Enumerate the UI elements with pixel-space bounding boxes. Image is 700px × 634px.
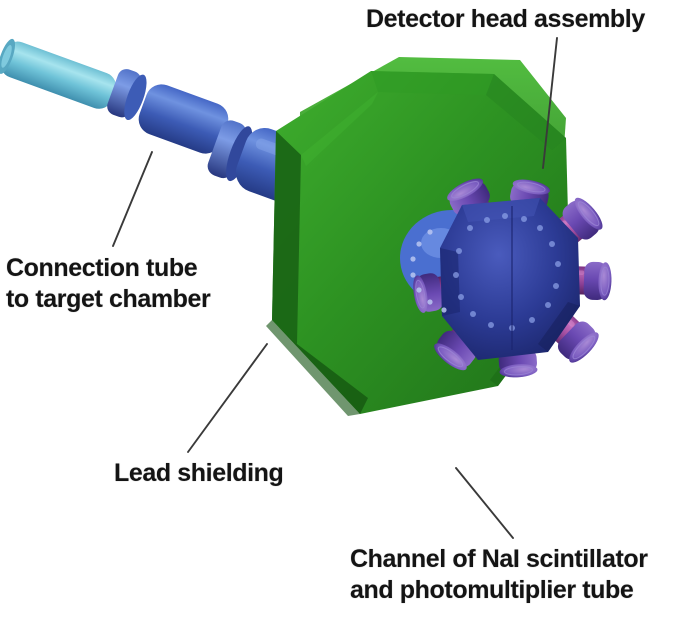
connection-tube-leader xyxy=(112,151,153,247)
detector-head-assembly-graphic xyxy=(400,173,613,380)
channel-nai-leader xyxy=(455,467,514,539)
label-connection-tube: Connection tube to target chamber xyxy=(6,254,211,313)
label-lead-shielding: Lead shielding xyxy=(114,459,284,487)
label-channel-nai-scintillator: Channel of NaI scintillator and photomul… xyxy=(350,545,648,604)
detector-hub xyxy=(410,198,580,360)
lead-shielding-leader xyxy=(187,343,268,453)
detector-head-leader xyxy=(542,37,558,169)
label-detector-head-assembly: Detector head assembly xyxy=(366,5,645,33)
